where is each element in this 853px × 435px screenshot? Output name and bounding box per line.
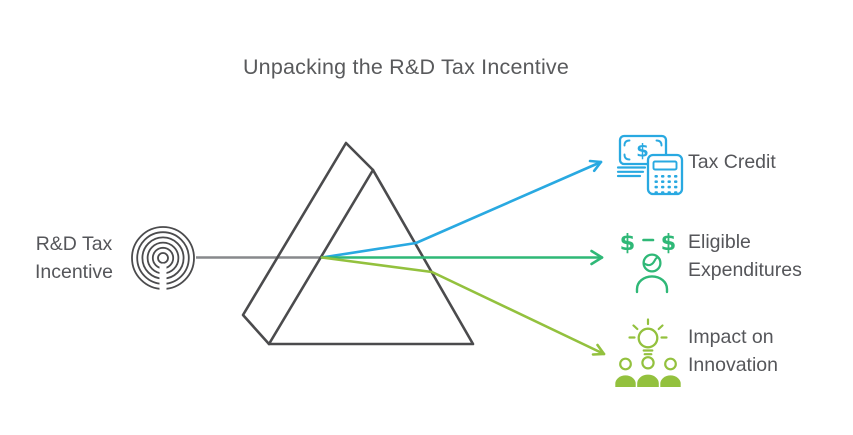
branch-label-tax-credit: Tax Credit (688, 151, 776, 173)
arrowhead (590, 249, 604, 266)
ring-notch (159, 263, 167, 292)
people-group (615, 356, 681, 387)
dollar-glyph: $ (661, 230, 677, 256)
calculator-screen (652, 160, 678, 171)
arrow-impact-innovation (320, 256, 606, 356)
arrowhead (588, 159, 603, 173)
arrow-eligible-expenditures (320, 249, 604, 266)
calculator-keys (654, 175, 678, 194)
arrowhead (591, 343, 606, 356)
arrow-tax-credit (320, 159, 603, 259)
dollar-glyph: $ (620, 230, 636, 256)
calculator (646, 153, 684, 196)
source-label: R&D Tax Incentive (34, 233, 114, 283)
branch-label-impact-innovation: Impact on Innovation (688, 326, 778, 376)
page-title: Unpacking the R&D Tax Incentive (242, 55, 570, 79)
prism-back-face (241, 141, 375, 346)
prism-shape (241, 141, 475, 346)
bulb (637, 327, 659, 349)
person-body (635, 275, 669, 294)
dollar-glyph: $ (636, 141, 649, 162)
dollar-exchange-person-icon: $ $ (620, 230, 677, 294)
bulb-rays (628, 318, 668, 339)
target-rings-icon (131, 226, 195, 292)
person-face-line (643, 256, 661, 267)
money-calculator-icon: $ (616, 134, 684, 196)
idea-people-icon (615, 318, 681, 387)
branch-label-eligible-expenditures: Eligible Expenditures (688, 231, 802, 281)
